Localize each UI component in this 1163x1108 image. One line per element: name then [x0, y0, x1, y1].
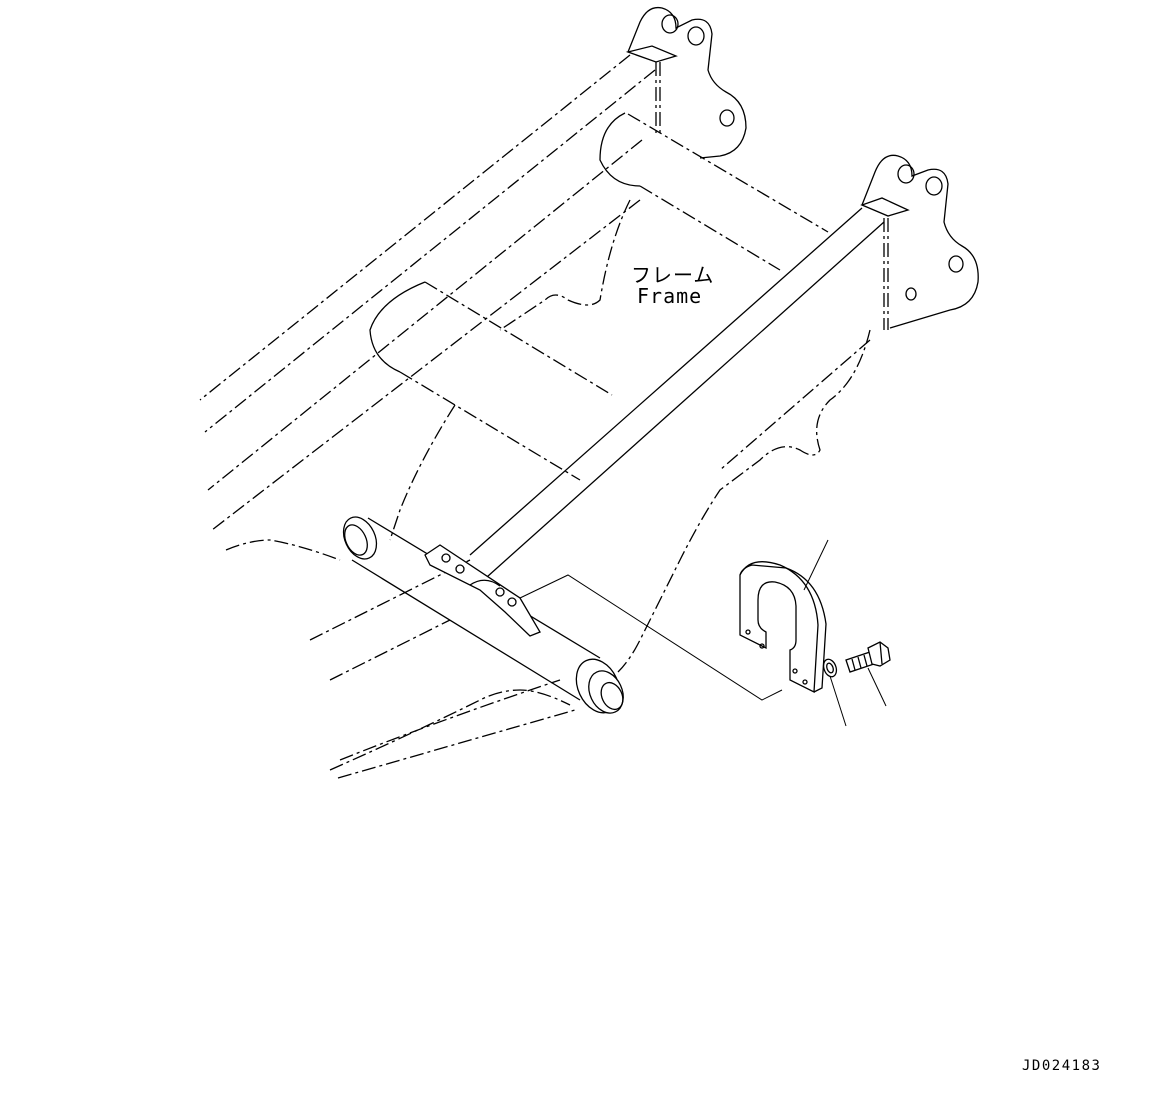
front-pin-shaft: [342, 516, 624, 714]
frame-label-english: Frame: [637, 284, 703, 308]
rear-mount-bracket-right: [860, 154, 979, 330]
bolt: [845, 641, 891, 673]
callout-leaders: [803, 539, 887, 727]
frame-label-japanese: フレーム: [631, 263, 715, 287]
cover-plate: [739, 561, 827, 694]
middle-cross-tube: [369, 281, 613, 541]
washer: [822, 658, 838, 678]
rear-cross-tube: [499, 112, 829, 331]
assembly-leader-line: [519, 574, 783, 701]
drawing-id-label: JD024183: [1022, 1058, 1102, 1074]
frame-left-rail: [199, 54, 656, 531]
pin-bracket-plate: [424, 544, 541, 637]
frame-body-contour: [225, 329, 871, 779]
rear-mount-bracket-left: [625, 6, 747, 159]
frame-right-rail: [469, 207, 885, 586]
